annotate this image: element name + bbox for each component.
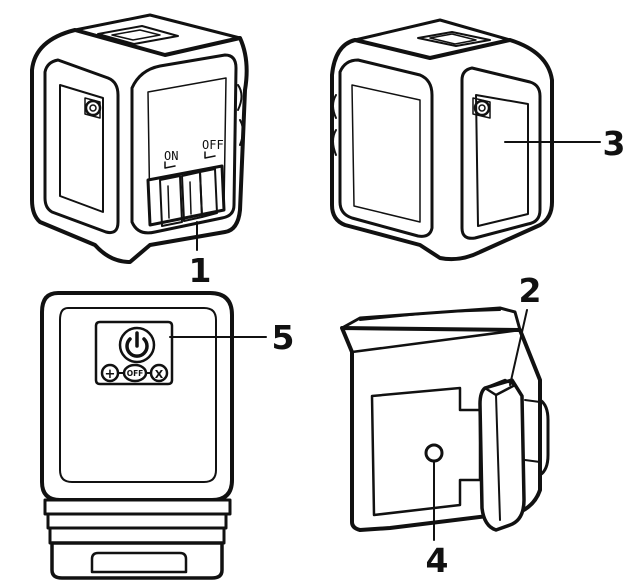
device-view-right — [330, 18, 601, 262]
callout-4: 4 — [426, 541, 449, 580]
device-view-top — [40, 291, 267, 580]
battery-door[interactable] — [478, 378, 526, 532]
callout-3: 3 — [603, 124, 626, 163]
callout-5: 5 — [272, 318, 295, 357]
device-view-left — [30, 13, 249, 264]
plus-button-label: + — [105, 367, 116, 382]
off-button-label: OFF — [127, 369, 144, 378]
power-icon — [125, 331, 149, 358]
x-button-label: X — [155, 368, 164, 381]
power-slide-switch[interactable] — [146, 164, 226, 227]
callout-2: 2 — [519, 271, 542, 310]
switch-on-label: ON — [164, 149, 178, 163]
switch-off-label: OFF — [202, 138, 224, 152]
device-view-back — [340, 306, 550, 541]
callout-1: 1 — [189, 251, 212, 290]
power-button[interactable] — [118, 326, 156, 364]
